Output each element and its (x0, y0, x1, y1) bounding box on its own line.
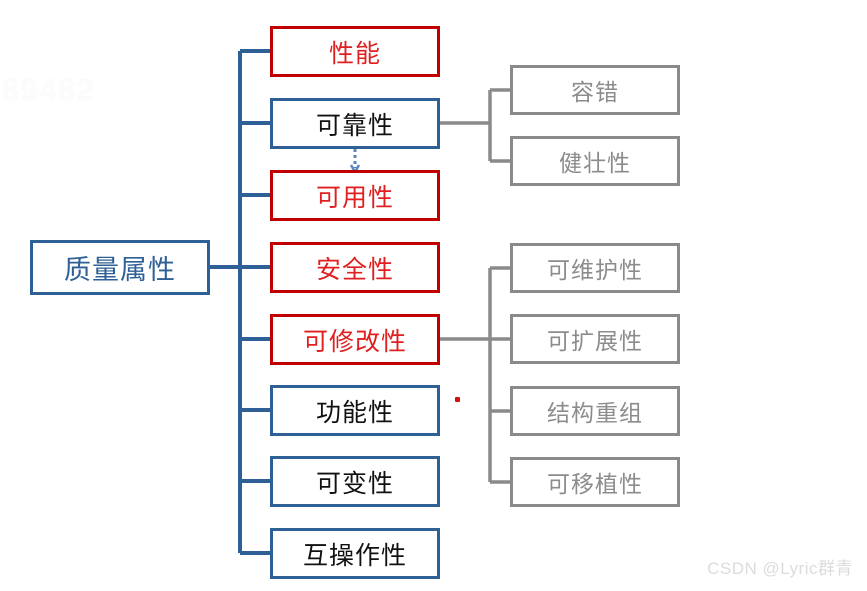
node-performance[interactable]: 性能 (270, 26, 440, 77)
node-functionality[interactable]: 功能性 (270, 385, 440, 436)
node-restructuring-label: 结构重组 (547, 400, 643, 426)
node-security[interactable]: 安全性 (270, 242, 440, 293)
node-security-label: 安全性 (315, 255, 394, 284)
node-reliability[interactable]: 可靠性 (270, 98, 440, 149)
node-performance-label: 性能 (328, 39, 381, 68)
watermark-csdn: CSDN @Lyric群青 (707, 559, 853, 578)
watermark-left: 89482 (1, 74, 96, 108)
node-maintainability-label: 可维护性 (547, 257, 643, 283)
node-interoperability[interactable]: 互操作性 (270, 528, 440, 579)
node-extensibility[interactable]: 可扩展性 (510, 314, 680, 364)
node-maintainability[interactable]: 可维护性 (510, 243, 680, 293)
node-modifiability[interactable]: 可修改性 (270, 314, 440, 365)
node-restructuring[interactable]: 结构重组 (510, 386, 680, 436)
node-robustness[interactable]: 健壮性 (510, 136, 680, 186)
root-node-quality-attributes[interactable]: 质量属性 (30, 240, 210, 295)
node-fault-tolerance[interactable]: 容错 (510, 65, 680, 115)
red-dot-mark (455, 397, 460, 402)
node-portability-label: 可移植性 (547, 471, 643, 497)
root-node-label: 质量属性 (64, 255, 176, 285)
node-extensibility-label: 可扩展性 (547, 328, 643, 354)
node-modifiability-label: 可修改性 (302, 327, 407, 356)
node-functionality-label: 功能性 (315, 398, 394, 427)
node-robustness-label: 健壮性 (559, 150, 631, 176)
node-availability-label: 可用性 (315, 183, 394, 212)
node-reliability-label: 可靠性 (315, 111, 394, 140)
node-availability[interactable]: 可用性 (270, 170, 440, 221)
node-variability[interactable]: 可变性 (270, 456, 440, 507)
node-interoperability-label: 互操作性 (302, 541, 407, 570)
node-portability[interactable]: 可移植性 (510, 457, 680, 507)
node-variability-label: 可变性 (315, 469, 394, 498)
node-fault-tolerance-label: 容错 (571, 79, 619, 105)
